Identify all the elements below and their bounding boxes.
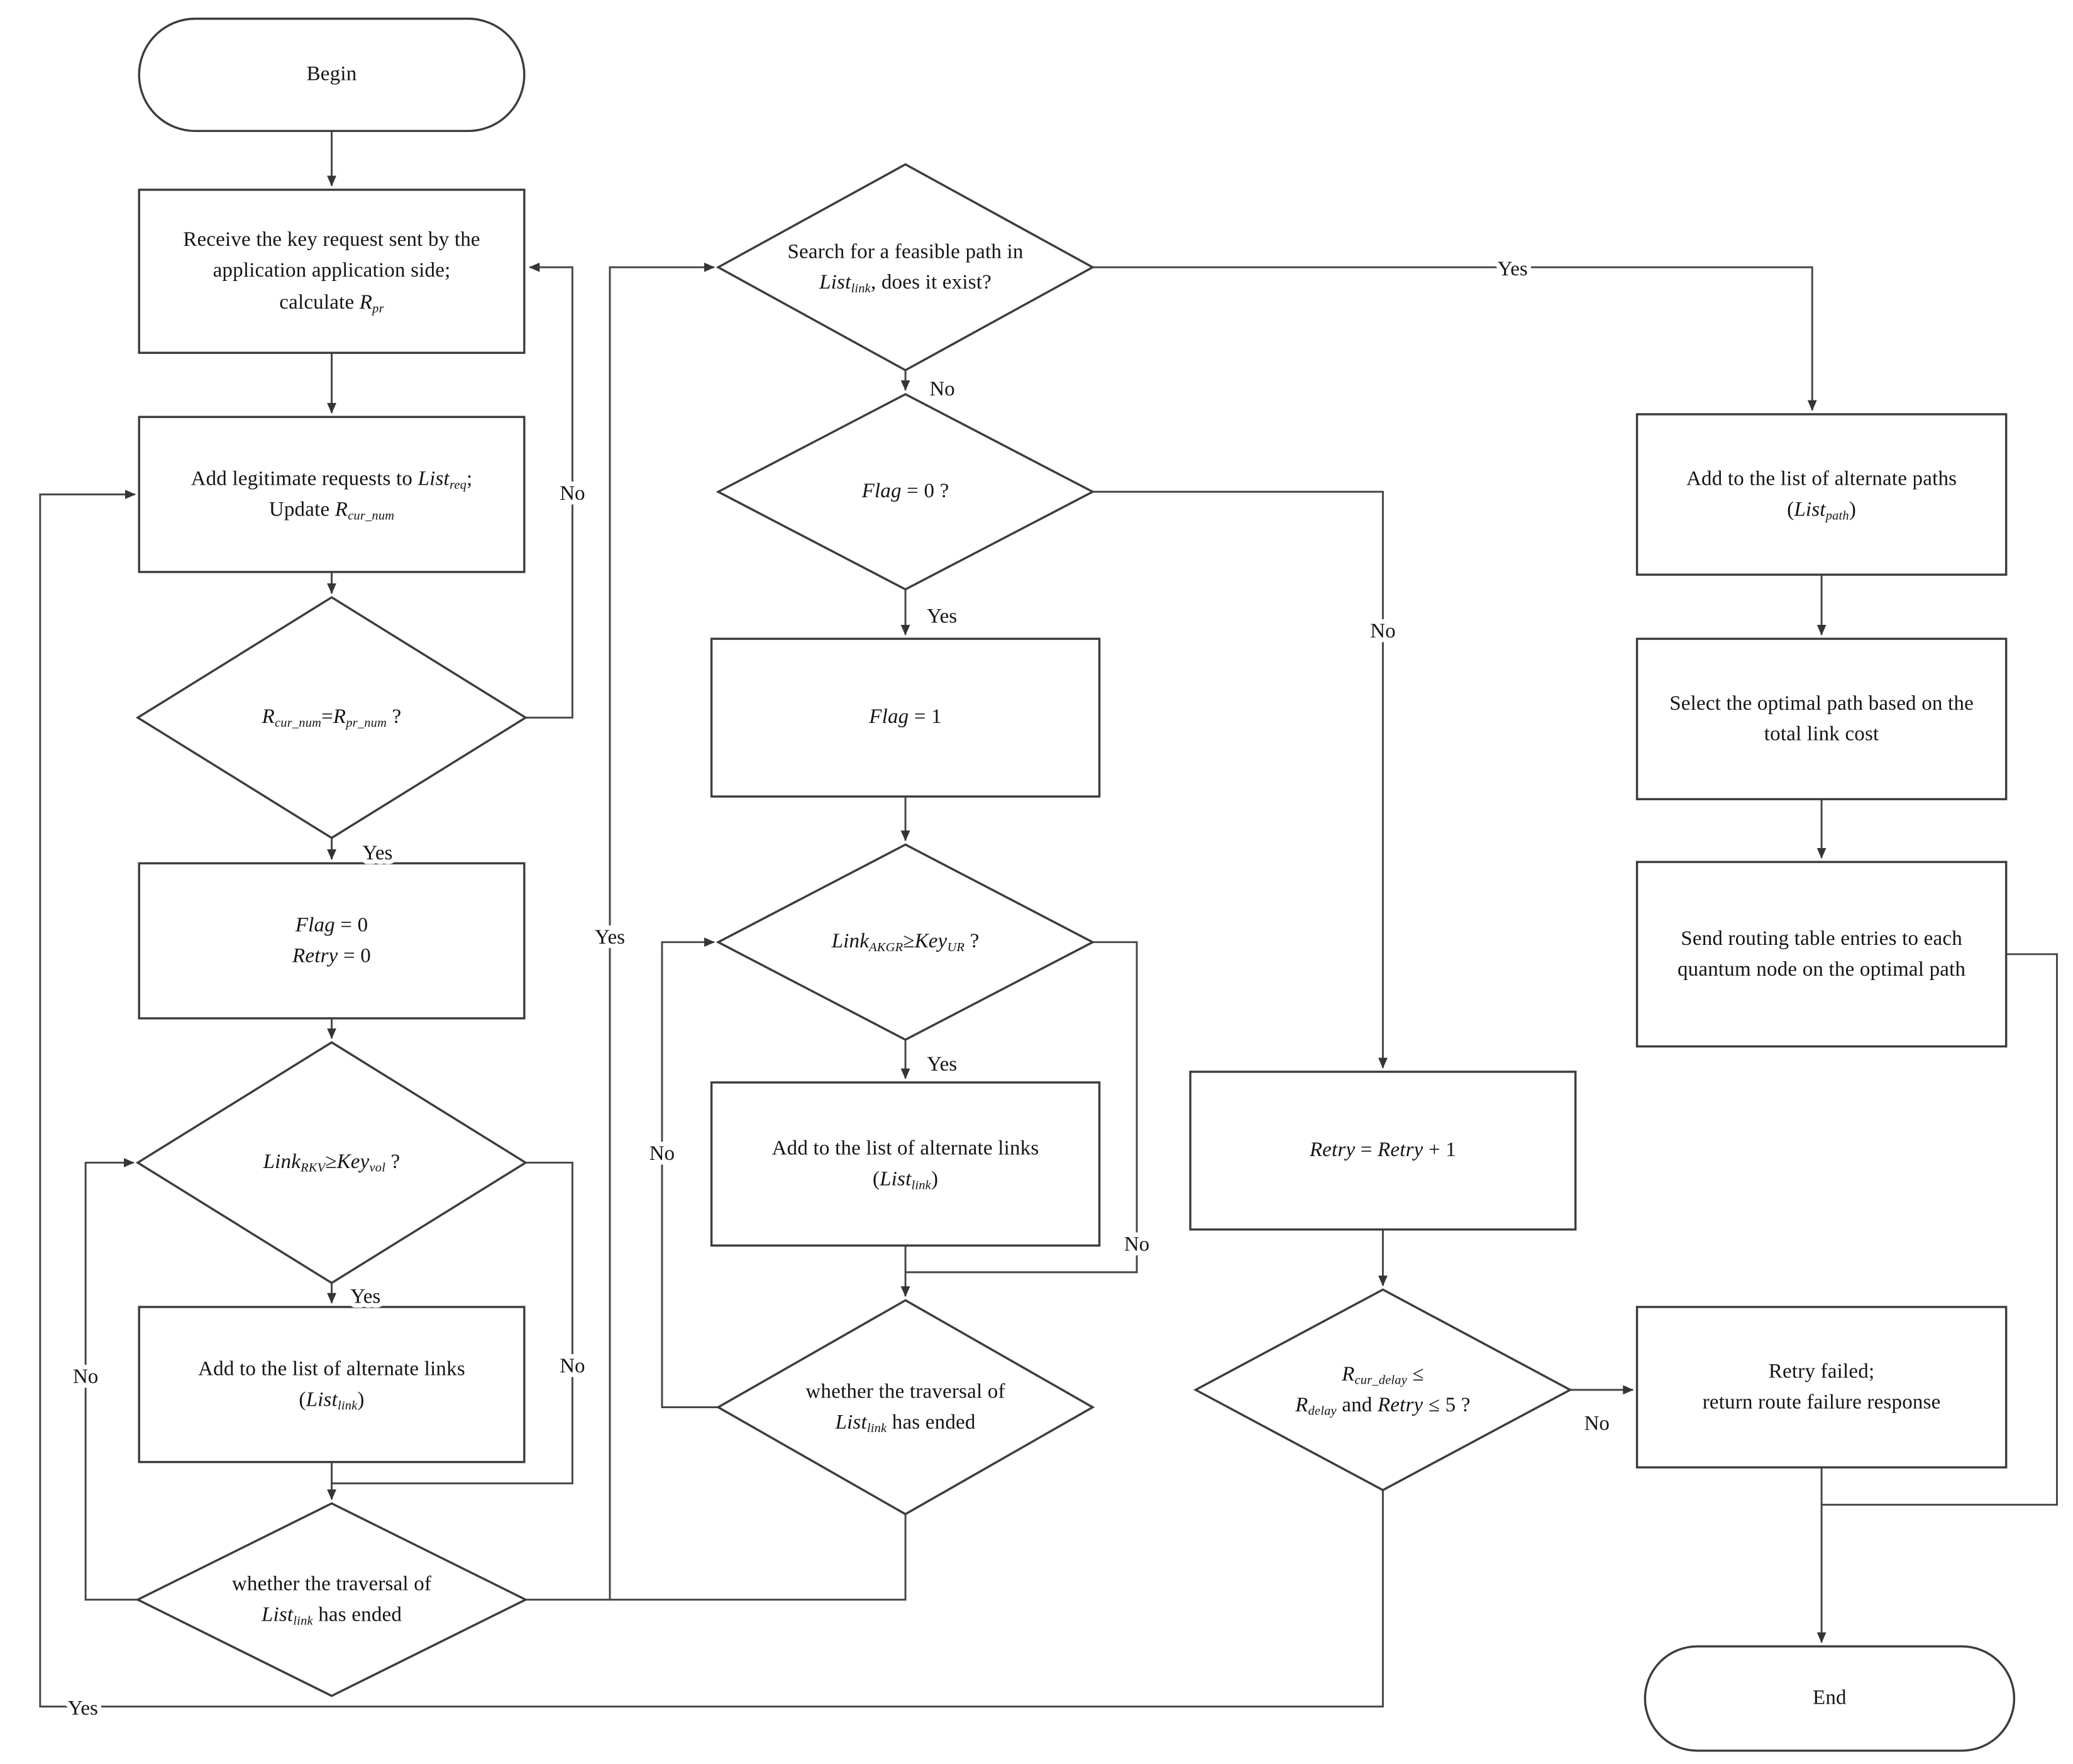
process-set-flag1 [710,637,1101,798]
terminator-begin [138,18,526,133]
label-no-search: No [929,378,954,400]
label-no-delay: No [1584,1413,1610,1435]
node-check-delay-label: Rcur_delay ≤Rdelay and Retry ≤ 5 ? [1295,1362,1471,1419]
label-yes-akgr: Yes [927,1053,957,1076]
label-no-rnum: No [560,482,585,505]
edge-traversal-yes-to-search [609,262,715,1600]
process-retry-inc [1189,1071,1577,1231]
edge-checkrnum-no-loop [525,262,573,719]
decision-check-akgr [716,843,1095,1041]
node-check-rnum-label: Rcur_num=Rpr_num ? [262,706,402,731]
node-add-paths-label: Add to the list of alternate paths(Listp… [1686,467,1957,524]
label-yes-delay: Yes [68,1697,98,1719]
terminator-end [1644,1645,2016,1752]
node-add-links-left-label: Add to the list of alternate links(Listl… [198,1357,465,1414]
edge-traversalleft-no-loop [84,1158,138,1601]
process-add-requests [138,416,526,573]
edge-label-group: No Yes Yes No No Yes No Yes Yes No Yes N… [63,253,1614,1724]
process-retry-failed [1635,1306,2008,1469]
edge-traversalmid-bottom-join [525,1514,907,1601]
process-add-links-mid [710,1081,1101,1247]
label-yes-flag0: Yes [927,605,957,628]
node-set-flag1-label: Flag = 1 [869,706,942,729]
process-add-paths [1635,413,2008,576]
label-yes-rkv: Yes [350,1286,380,1308]
decision-check-traversal-mid [716,1299,1095,1516]
decision-check-rnum [135,596,528,839]
node-begin-label: Begin [306,63,357,86]
label-no-traversal-left: No [73,1365,98,1388]
label-no-akgr-loop: No [650,1142,675,1165]
label-no-rkv: No [560,1355,585,1377]
node-check-rkv-label: LinkRKV≥Keyvol ? [263,1151,401,1176]
node-add-requests-label: Add legitimate requests to Listreq;Updat… [191,467,473,524]
label-yes-rnum: Yes [362,842,392,864]
label-yes-traversal-left: Yes [595,926,625,949]
edge-checkdelay-yes-loop [39,490,1384,1708]
label-no-akgr: No [1124,1233,1149,1256]
node-check-akgr-label: LinkAKGR≥KeyUR ? [831,930,980,956]
process-select-optimal [1635,637,2008,800]
connector-group [39,131,2058,1708]
edge-checkrkv-no [331,1161,573,1485]
shape-group [135,18,2016,1752]
edge-search-yes-to-addpaths [1092,266,1817,411]
node-retry-failed-label: Retry failed;return route failure respon… [1702,1360,1941,1414]
label-yes-search: Yes [1498,258,1528,280]
edge-traversalmid-no-loop [661,937,719,1408]
node-add-links-mid-label: Add to the list of alternate links(Listl… [771,1137,1039,1193]
decision-search-path [716,163,1095,372]
process-send-routing [1635,861,2008,1048]
edge-send-to-end-join [1821,953,2058,1506]
process-receive-request [138,189,526,354]
label-no-flag0: No [1370,620,1395,642]
node-end-label: End [1812,1687,1847,1710]
node-retry-inc-label: Retry = Retry + 1 [1309,1138,1456,1162]
decision-check-traversal-left [135,1502,528,1697]
process-init-flags [138,862,526,1020]
decision-check-flag0 [716,393,1095,591]
node-check-flag0-label: Flag = 0 ? [861,480,949,504]
edge-checkakgr-no [905,941,1138,1274]
decision-check-delay [1193,1288,1573,1492]
edge-flag0-no-to-retryinc [1092,490,1388,1069]
process-add-links-left [138,1306,526,1464]
decision-check-rkv [135,1041,528,1284]
